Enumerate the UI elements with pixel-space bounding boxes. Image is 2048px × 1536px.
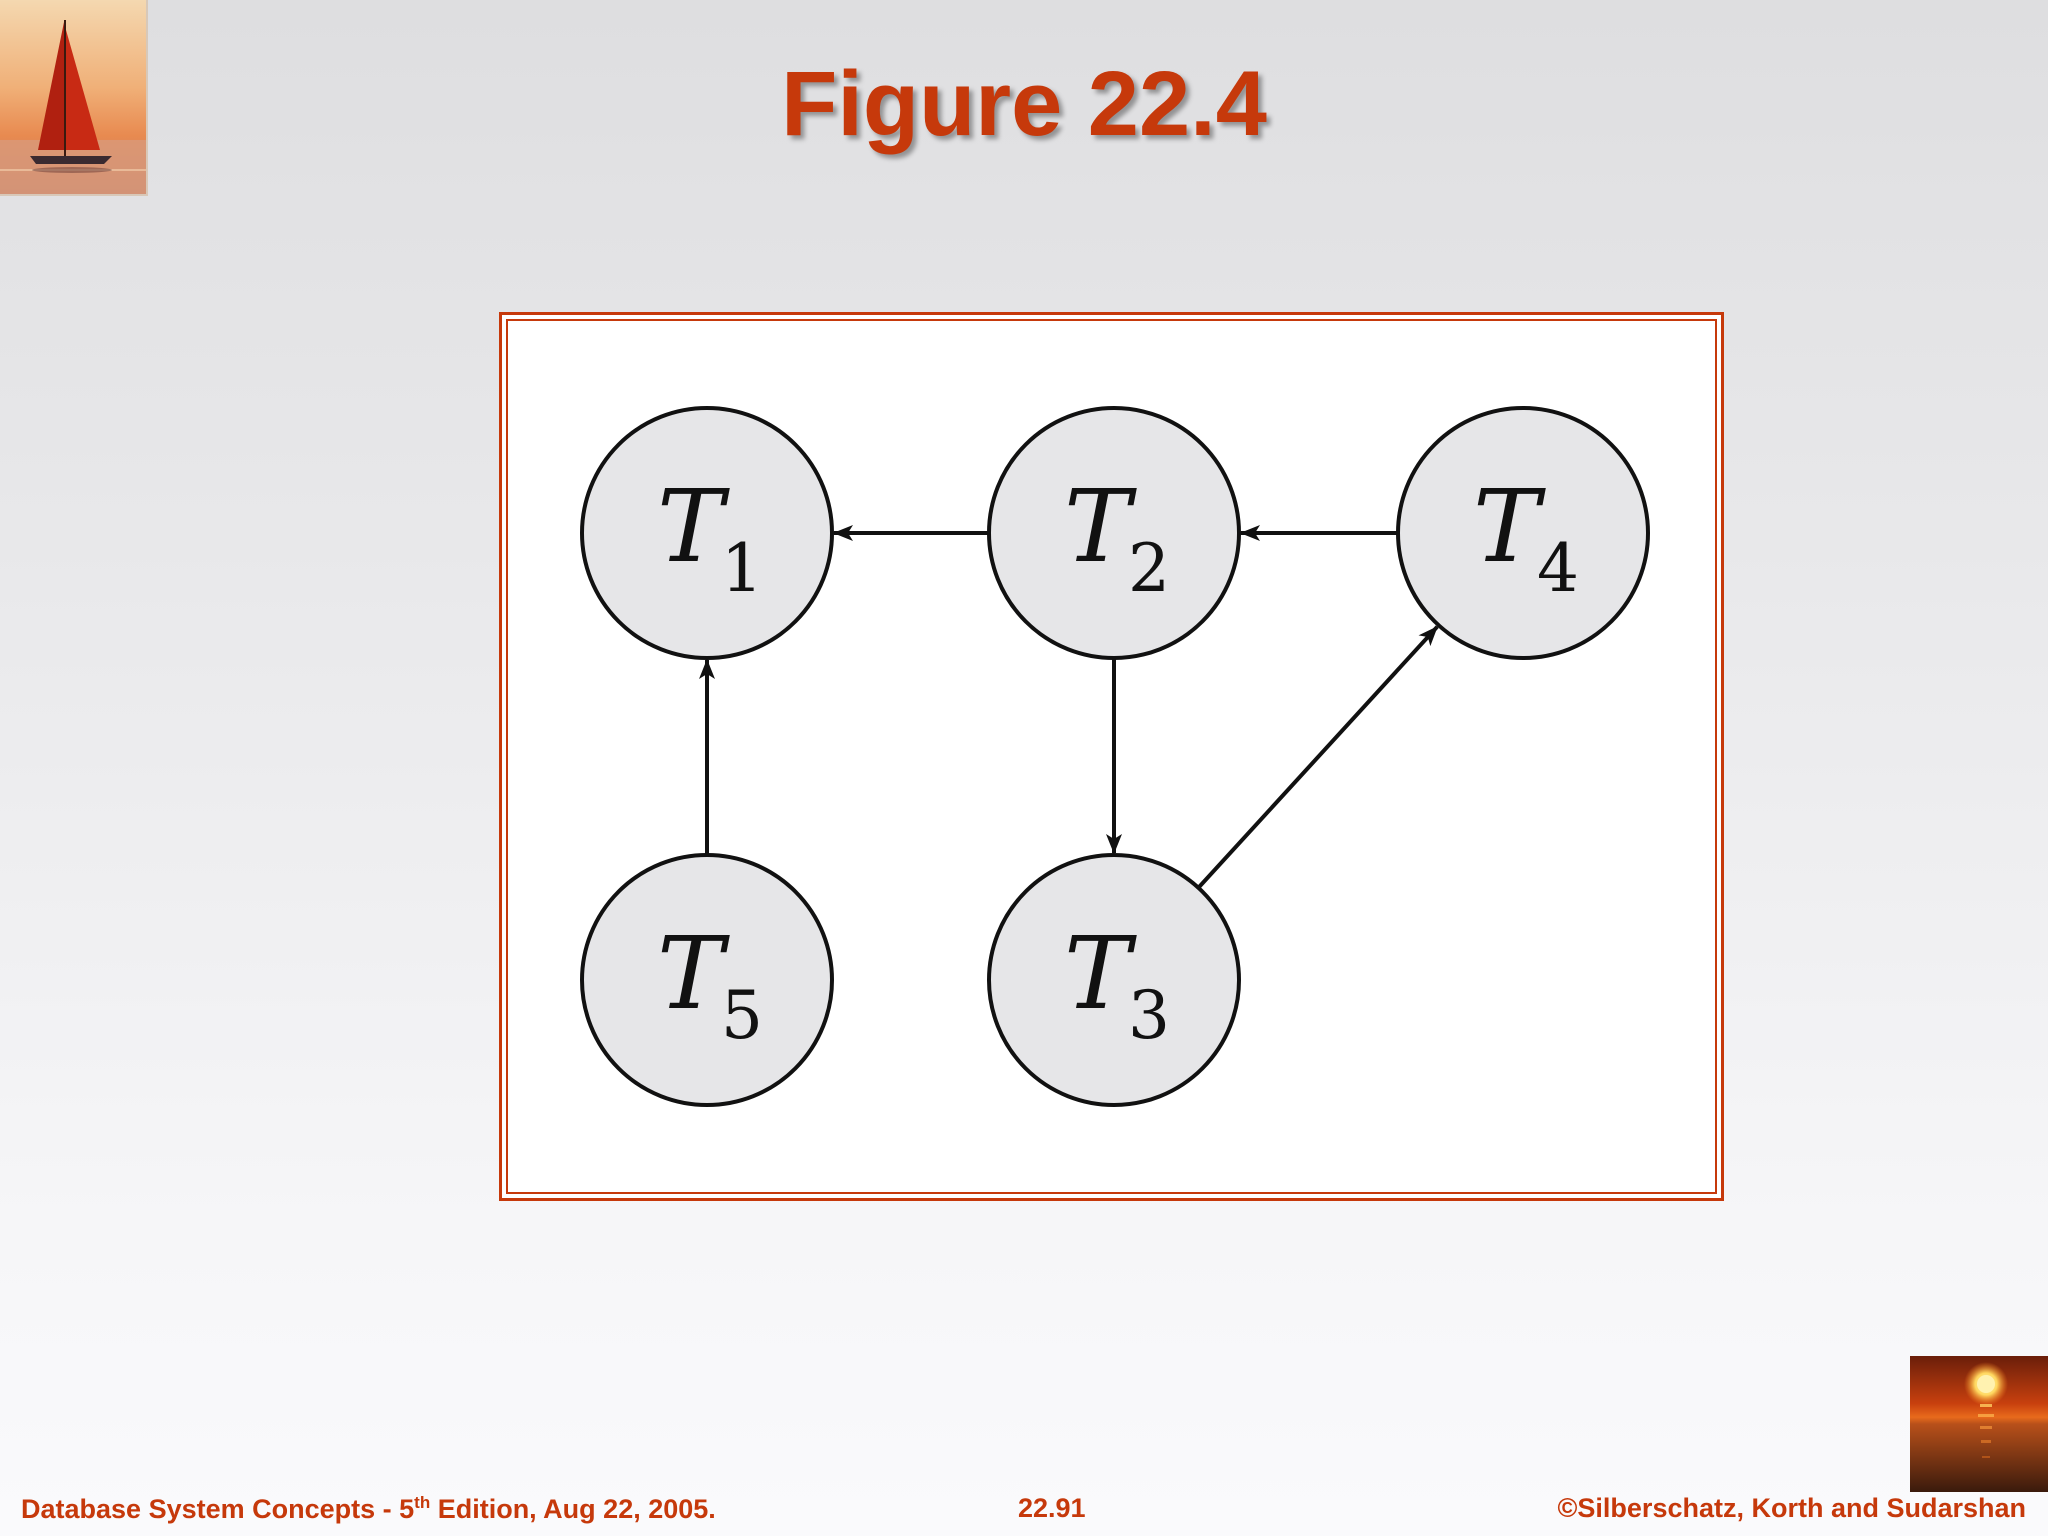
node-label: T <box>657 915 730 1032</box>
footer-book-title-suffix: Edition, Aug 22, 2005. <box>430 1494 716 1524</box>
edge-t3-to-t4 <box>1196 625 1439 890</box>
sunset-logo-icon <box>1910 1356 2048 1492</box>
node-label: T <box>1064 468 1137 585</box>
node-circle <box>580 406 834 660</box>
node-t4: T4 <box>1396 406 1650 660</box>
node-t5: T5 <box>580 853 834 1107</box>
node-subscript: 5 <box>721 977 763 1054</box>
footer-book-title: Database System Concepts - 5th Edition, … <box>21 1493 716 1525</box>
node-circle <box>580 853 834 1107</box>
node-circle <box>987 406 1241 660</box>
node-t1: T1 <box>580 406 834 660</box>
node-circle <box>987 853 1241 1107</box>
node-label: T <box>1473 468 1546 585</box>
node-t3: T3 <box>987 853 1241 1107</box>
node-label: T <box>1064 915 1137 1032</box>
slide-title: Figure 22.4 <box>781 53 1267 155</box>
node-label: T <box>657 468 730 585</box>
footer-page-number: 22.91 <box>1018 1493 1086 1523</box>
node-circle <box>1396 406 1650 660</box>
sailboat-logo-icon <box>0 0 148 196</box>
node-subscript: 3 <box>1128 977 1170 1054</box>
node-subscript: 1 <box>721 530 763 607</box>
node-t2: T2 <box>987 406 1241 660</box>
node-subscript: 2 <box>1128 530 1170 607</box>
footer-copyright: ©Silberschatz, Korth and Sudarshan <box>1557 1493 2026 1523</box>
footer-book-title-sup: th <box>414 1493 431 1512</box>
node-subscript: 4 <box>1537 530 1579 607</box>
footer-book-title-prefix: Database System Concepts - 5 <box>21 1494 415 1524</box>
